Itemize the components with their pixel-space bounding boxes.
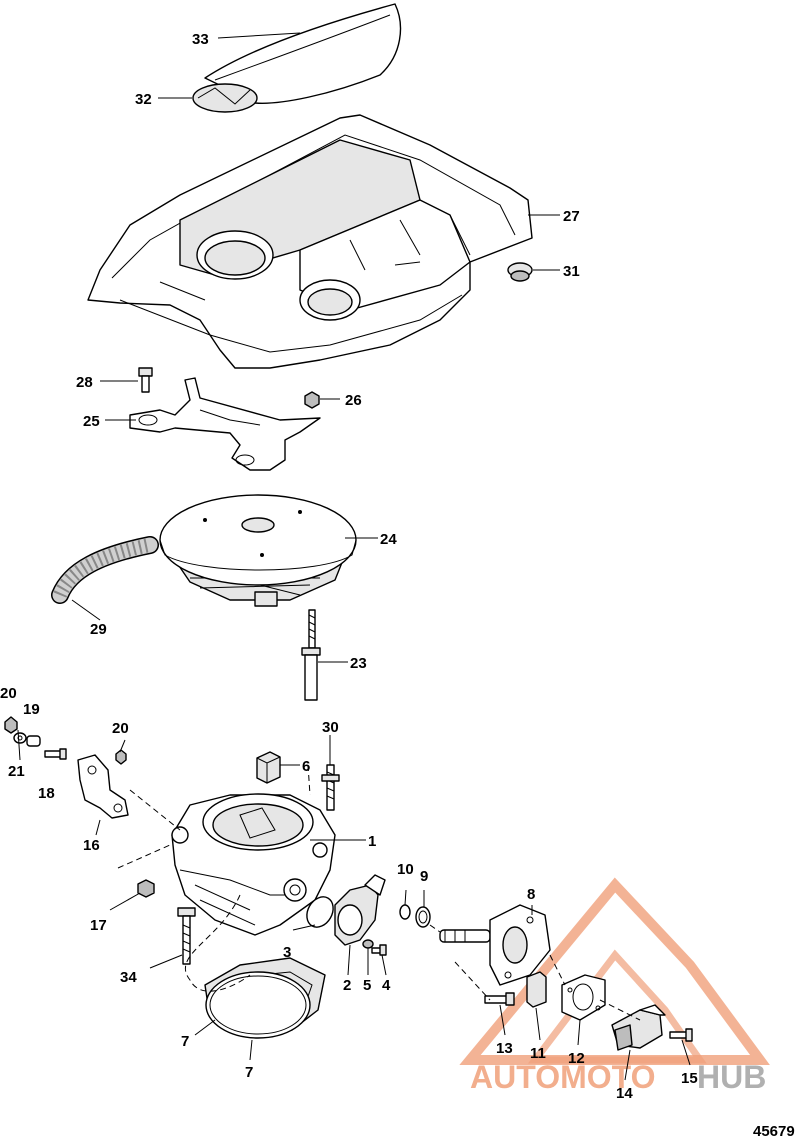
part-27-engine-cover xyxy=(87,114,533,369)
callout-23: 23 xyxy=(350,655,367,672)
callout-4: 4 xyxy=(382,977,391,994)
watermark-text-1: AUTOMOTO xyxy=(470,1059,655,1095)
part-20-nut-left xyxy=(4,716,18,734)
part-2-sensor xyxy=(334,874,386,946)
part-11-block xyxy=(526,971,547,1008)
callout-14: 14 xyxy=(616,1085,633,1102)
part-15-screw xyxy=(669,1028,693,1042)
part-29-hose xyxy=(51,536,159,604)
assembly-dashed-lines xyxy=(117,764,641,1021)
part-19-spacer xyxy=(26,735,41,747)
part-20-nut-right xyxy=(115,749,127,765)
callout-13: 13 xyxy=(496,1040,513,1057)
part-28-bolt xyxy=(138,367,153,393)
callout-27: 27 xyxy=(563,208,580,225)
part-32-emblem xyxy=(192,83,258,113)
callout-17: 17 xyxy=(90,917,107,934)
watermark-text-2: HUB xyxy=(697,1059,766,1095)
part-6-block xyxy=(256,751,281,784)
part-16-bracket xyxy=(77,754,129,819)
callout-2: 2 xyxy=(343,977,351,994)
callout-25: 25 xyxy=(83,413,100,430)
callout-9: 9 xyxy=(420,868,428,885)
part-26-nut xyxy=(304,391,320,409)
part-34-bolt xyxy=(177,907,196,965)
part-14-sensor xyxy=(611,1004,666,1051)
callout-6: 6 xyxy=(302,758,310,775)
callout-1: 1 xyxy=(368,833,376,850)
part-9-o-ring xyxy=(415,906,431,928)
callout-24: 24 xyxy=(380,531,397,548)
callout-21: 21 xyxy=(8,763,25,780)
part-4-screw xyxy=(371,944,387,956)
callout-3: 3 xyxy=(283,944,291,961)
callout-16: 16 xyxy=(83,837,100,854)
callout-32: 32 xyxy=(135,91,152,108)
callout-31: 31 xyxy=(563,263,580,280)
part-21-washer xyxy=(13,732,27,744)
part-30-stud xyxy=(321,764,340,811)
part-8-iac-housing xyxy=(439,904,551,986)
part-7-o-ring xyxy=(205,971,311,1039)
part-25-bracket xyxy=(129,377,321,471)
leader-lines xyxy=(17,32,691,1081)
part-17-nut xyxy=(137,879,155,898)
part-13-screw xyxy=(484,992,515,1006)
callout-11: 11 xyxy=(530,1045,546,1062)
part-23-stud xyxy=(301,609,321,701)
callout-30: 30 xyxy=(322,719,339,736)
callout-26: 26 xyxy=(345,392,362,409)
part-18-screw xyxy=(44,748,67,760)
part-5-washer xyxy=(362,939,374,949)
callout-18: 18 xyxy=(38,785,55,802)
part-24-air-cleaner xyxy=(159,494,357,607)
callout-numbers: 33 32 27 31 28 26 25 24 29 23 20 19 21 1… xyxy=(0,31,698,1102)
callout-15: 15 xyxy=(681,1070,698,1087)
callout-12: 12 xyxy=(568,1050,585,1067)
callout-10: 10 xyxy=(397,861,414,878)
part-10-o-ring xyxy=(399,904,411,920)
callout-7-upper: 7 xyxy=(181,1033,189,1050)
callout-34: 34 xyxy=(120,969,137,986)
part-12-gasket xyxy=(561,974,606,1021)
callout-20-right: 20 xyxy=(112,720,129,737)
part-1-throttle-body xyxy=(171,793,336,936)
callout-20-left: 20 xyxy=(0,685,17,702)
callout-5: 5 xyxy=(363,977,371,994)
callout-8: 8 xyxy=(527,886,535,903)
callout-33: 33 xyxy=(192,31,209,48)
callout-19: 19 xyxy=(23,701,40,718)
callout-29: 29 xyxy=(90,621,107,638)
part-31-grommet xyxy=(507,262,533,282)
figure-number: 45679 xyxy=(753,1123,795,1140)
callout-7-lower: 7 xyxy=(245,1064,253,1081)
callout-28: 28 xyxy=(76,374,93,391)
